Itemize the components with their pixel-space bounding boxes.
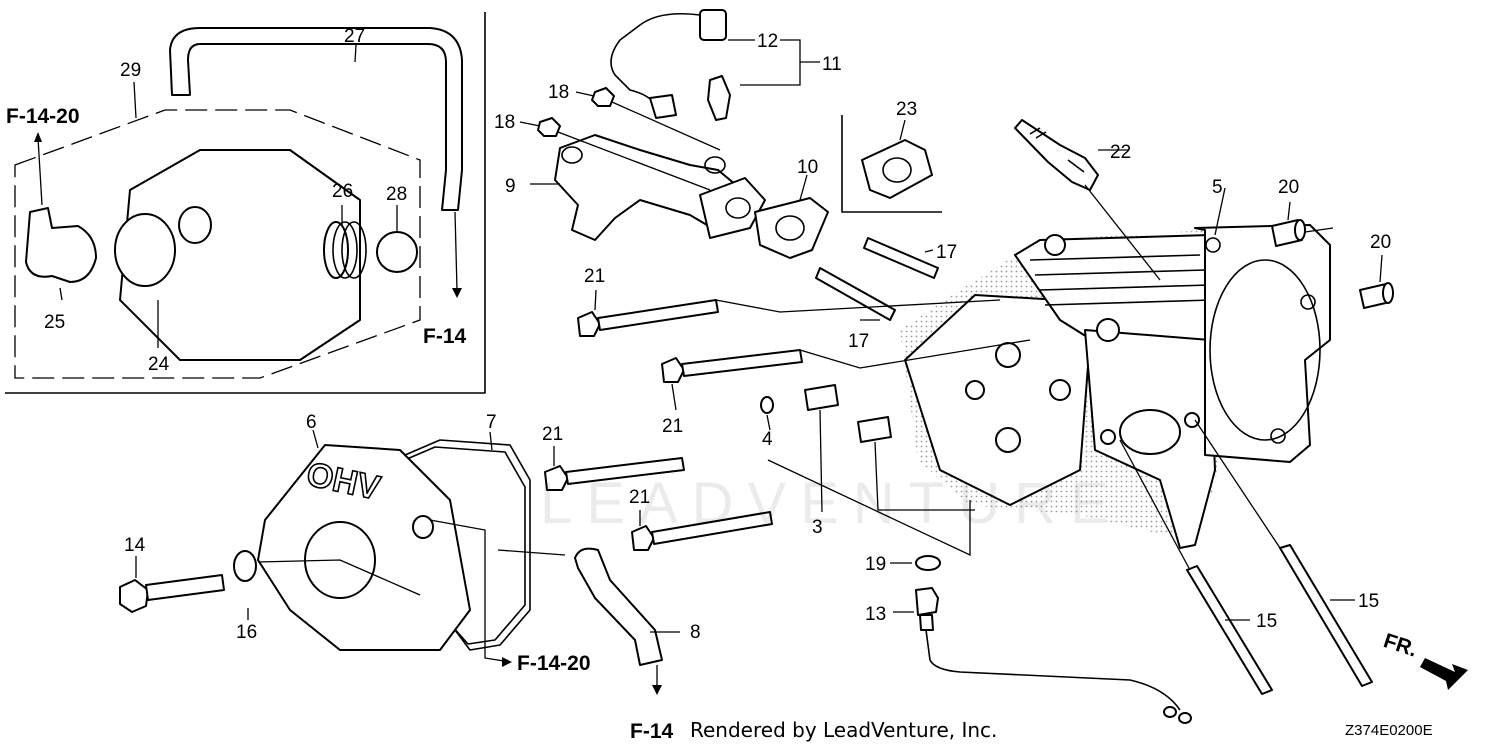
callout-27: 27 [344, 26, 365, 47]
breather-spring [323, 221, 367, 279]
breather-elbow [25, 207, 97, 283]
valve-cover [257, 429, 531, 667]
ref-f14-20-bottom: F-14-20 [517, 652, 591, 675]
callout-21b: 21 [662, 416, 683, 437]
callout-5: 5 [1212, 177, 1223, 198]
breather-cover [119, 149, 361, 361]
callout-22: 22 [1110, 142, 1131, 163]
intake-gasket-inset [841, 115, 942, 213]
callout-11: 11 [822, 54, 842, 75]
callout-20b: 20 [1370, 232, 1391, 253]
manifold-gasket [754, 174, 829, 259]
callout-3: 3 [812, 517, 823, 538]
spark-plug [1014, 119, 1161, 281]
inset-frame [5, 12, 486, 394]
callout-18a: 18 [548, 82, 569, 103]
callout-15a: 15 [1256, 611, 1277, 632]
callout-8: 8 [690, 622, 701, 643]
callout-17b: 17 [848, 331, 869, 352]
callout-21c: 21 [542, 424, 563, 445]
render-credit: Rendered by LeadVenture, Inc. [690, 718, 998, 742]
callout-19: 19 [865, 554, 886, 575]
callout-26: 26 [332, 181, 353, 202]
callout-14: 14 [124, 535, 146, 556]
callout-18b: 18 [494, 112, 515, 133]
diagram-code: Z374E0200E [1345, 722, 1433, 739]
callout-23: 23 [896, 99, 917, 120]
callout-6: 6 [306, 412, 317, 433]
dowel-pins [1271, 201, 1394, 309]
callout-4: 4 [762, 429, 773, 450]
callout-28: 28 [386, 184, 407, 205]
intake-manifold [530, 134, 766, 241]
callout-21a: 21 [584, 266, 605, 287]
callout-29: 29 [120, 60, 141, 81]
callout-12: 12 [757, 31, 778, 52]
callout-15b: 15 [1358, 591, 1379, 612]
head-gasket [1194, 187, 1331, 463]
callout-7: 7 [486, 412, 497, 433]
dowels-and-clip [760, 384, 975, 557]
cylinder-head [900, 230, 1236, 549]
breather-tube-long [169, 27, 463, 211]
callout-9: 9 [505, 176, 516, 197]
watermark: LEADVENTURE [540, 471, 1123, 536]
callout-21d: 21 [629, 487, 650, 508]
head-side-plate [904, 294, 1091, 506]
ref-f14-20-top: F-14-20 [6, 105, 80, 128]
callout-10: 10 [797, 157, 818, 178]
breather-filter [376, 231, 418, 273]
ref-f14-right: F-14 [423, 325, 467, 348]
cover-bolt [119, 550, 257, 620]
callout-20a: 20 [1278, 177, 1299, 198]
front-direction-arrow: FR. [1381, 629, 1468, 690]
direction-label: FR. [1381, 629, 1420, 661]
ref-f14-bottom: F-14 [630, 720, 674, 743]
flange-nuts [519, 87, 721, 191]
callout-16: 16 [236, 622, 257, 643]
callout-13: 13 [865, 604, 886, 625]
callout-24: 24 [148, 354, 170, 375]
callout-17a: 17 [936, 242, 957, 263]
long-studs [1119, 419, 1373, 695]
studs [815, 237, 939, 321]
breather-inset [5, 12, 486, 394]
callout-25: 25 [44, 312, 65, 333]
breather-tube-short [497, 547, 680, 695]
temp-sensor [890, 555, 1192, 724]
oil-sensor [610, 9, 820, 121]
head-bolts [544, 289, 1031, 551]
